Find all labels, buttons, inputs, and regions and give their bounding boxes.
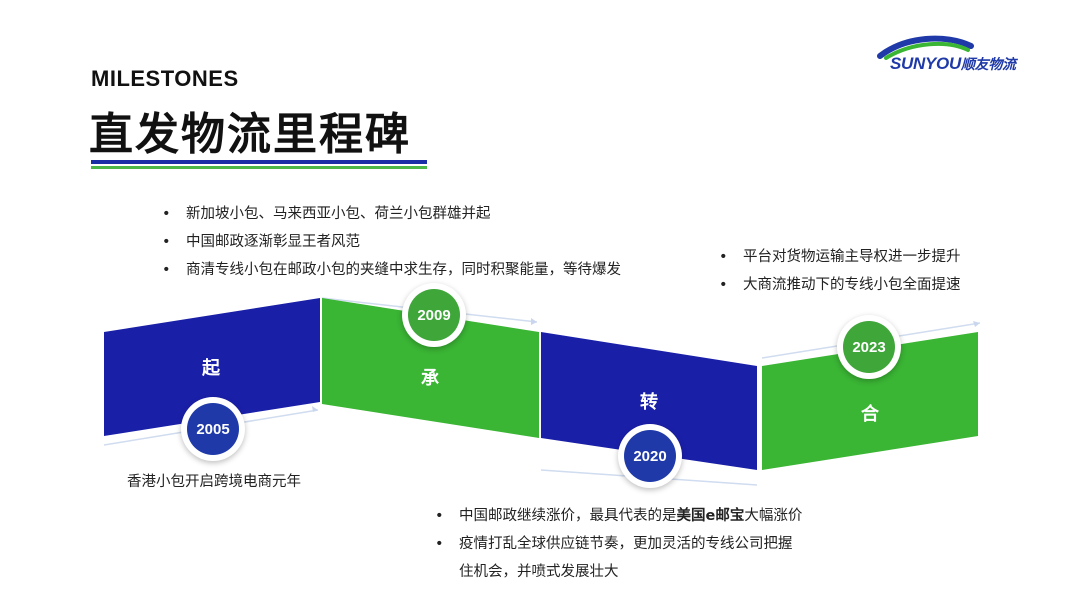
sunyou-logo: SUNYOU顺友物流: [876, 34, 1046, 74]
list-item: 疫情打乱全球供应链节奏，更加灵活的专线公司把握: [433, 530, 802, 558]
phase-panel-2: [322, 298, 539, 438]
logo-wordmark: SUNYOU顺友物流: [890, 54, 1016, 74]
note-text: 大幅涨价: [744, 508, 803, 524]
arrow-head-icon: [531, 318, 537, 325]
logo-chinese: 顺友物流: [960, 57, 1016, 73]
year-badge-2005: 2005: [181, 397, 245, 461]
page-title: 直发物流里程碑: [89, 109, 411, 160]
list-item: 新加坡小包、马来西亚小包、荷兰小包群雄并起: [160, 200, 621, 228]
notes-2020: 中国邮政继续涨价，最具代表的是美国e邮宝大幅涨价 疫情打乱全球供应链节奏，更加灵…: [433, 502, 802, 586]
year-badge-2020: 2020: [618, 424, 682, 488]
year-label: 2023: [852, 338, 886, 356]
list-item: 大商流推动下的专线小包全面提速: [717, 271, 961, 299]
title-underline-green: [91, 166, 427, 169]
phase-panel-4: [762, 332, 978, 470]
phase-label-3: 转: [640, 392, 658, 413]
year-label: 2020: [633, 447, 667, 465]
year-badge-2023: 2023: [837, 315, 901, 379]
logo-swoosh-icon: [877, 35, 974, 60]
list-item: 中国邮政继续涨价，最具代表的是美国e邮宝大幅涨价: [433, 502, 802, 530]
note-text: 中国邮政继续涨价，最具代表的是: [459, 508, 677, 524]
notes-2023: 平台对货物运输主导权进一步提升 大商流推动下的专线小包全面提速: [717, 243, 961, 299]
note-2005: 香港小包开启跨境电商元年: [127, 474, 301, 490]
phase-label-2: 承: [421, 368, 439, 389]
list-item: 平台对货物运输主导权进一步提升: [717, 243, 961, 271]
phase-panel-3: [541, 332, 757, 470]
arrow-head-icon: [312, 406, 318, 412]
phase-panel-1: [104, 298, 320, 436]
title-underline-blue: [91, 160, 427, 164]
list-item: 商清专线小包在邮政小包的夹缝中求生存，同时积聚能量，等待爆发: [160, 256, 621, 284]
section-eyebrow: MILESTONES: [91, 66, 239, 91]
year-badge-2009: 2009: [402, 283, 466, 347]
list-item: 中国邮政逐渐彰显王者风范: [160, 228, 621, 256]
note-highlight: 美国e邮宝: [676, 508, 745, 524]
phase-label-1: 起: [202, 358, 220, 379]
notes-2009: 新加坡小包、马来西亚小包、荷兰小包群雄并起 中国邮政逐渐彰显王者风范 商清专线小…: [160, 200, 621, 284]
phase-label-4: 合: [861, 404, 879, 425]
list-item-continuation: 住机会，并喷式发展壮大: [459, 564, 619, 580]
logo-latin: SUNYOU: [890, 54, 961, 73]
year-label: 2005: [196, 420, 230, 438]
year-label: 2009: [417, 306, 451, 324]
arrow-head-icon: [973, 321, 980, 327]
